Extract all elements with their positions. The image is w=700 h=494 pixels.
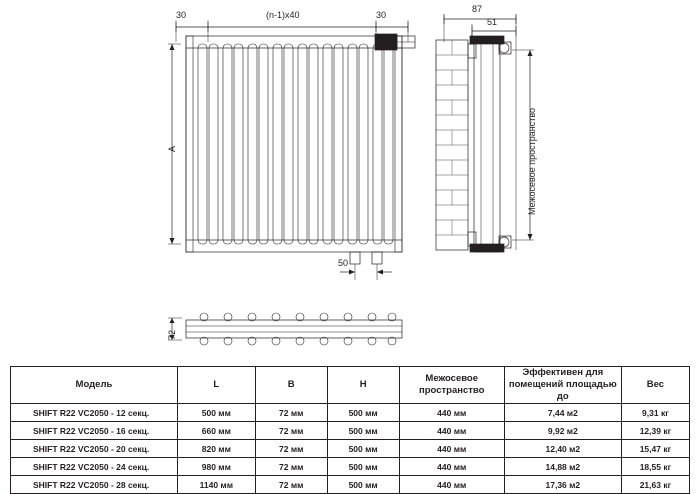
column-header-weight: Вес	[620, 366, 691, 404]
cell-area: 14,88 м2	[503, 457, 622, 476]
cell-weight: 15,47 кг	[620, 439, 691, 458]
table-body: SHIFT R22 VC2050 - 12 секц. 500 мм 72 мм…	[10, 403, 691, 494]
table-row: SHIFT R22 VC2050 - 24 секц. 980 мм 72 мм…	[10, 457, 691, 476]
dim-side-outer: 87	[472, 4, 483, 14]
cell-b: 72 мм	[254, 457, 328, 476]
cell-h: 500 мм	[326, 457, 400, 476]
cell-l: 500 мм	[176, 403, 256, 422]
cell-b: 72 мм	[254, 403, 328, 422]
cell-b: 72 мм	[254, 475, 328, 494]
cell-model: SHIFT R22 VC2050 - 20 секц.	[10, 439, 178, 458]
dim-front-bottom: 50	[338, 258, 349, 268]
cell-h: 500 мм	[326, 439, 400, 458]
cell-area: 12,40 м2	[503, 439, 622, 458]
cell-l: 980 мм	[176, 457, 256, 476]
cell-spacing: 440 мм	[398, 475, 505, 494]
cell-weight: 9,31 кг	[620, 403, 691, 422]
cell-l: 1140 мм	[176, 475, 256, 494]
dim-side-inner: 51	[487, 17, 498, 27]
cell-h: 500 мм	[326, 421, 400, 440]
column-header-model: Модель	[10, 366, 178, 404]
cell-weight: 21,63 кг	[620, 475, 691, 494]
cell-l: 820 мм	[176, 439, 256, 458]
column-header-effective-area: Эффективен для помещений площадью до	[503, 366, 622, 404]
dim-front-height-label: A	[167, 145, 177, 152]
cell-h: 500 мм	[326, 475, 400, 494]
column-header-l: L	[176, 366, 256, 404]
table-row: SHIFT R22 VC2050 - 28 секц. 1140 мм 72 м…	[10, 475, 691, 494]
dim-front-left: 30	[176, 10, 187, 20]
radiator-technical-drawing: 30 (n-1)x40 30 50 87 51 A Межосевое прос…	[167, 4, 537, 346]
cell-area: 9,92 м2	[503, 421, 622, 440]
cell-model: SHIFT R22 VC2050 - 24 секц.	[10, 457, 178, 476]
cell-spacing: 440 мм	[398, 421, 505, 440]
cell-spacing: 440 мм	[398, 439, 505, 458]
table-header: Модель L B H Межосевое пространство Эффе…	[10, 366, 691, 404]
table-row: SHIFT R22 VC2050 - 16 секц. 660 мм 72 мм…	[10, 421, 691, 440]
column-header-spacing: Межосевое пространство	[398, 366, 505, 404]
table-row: SHIFT R22 VC2050 - 20 секц. 820 мм 72 мм…	[10, 439, 691, 458]
column-header-b: B	[254, 366, 328, 404]
table-header-row: Модель L B H Межосевое пространство Эффе…	[10, 366, 691, 404]
specification-table: Модель L B H Межосевое пространство Эффе…	[10, 366, 691, 494]
cell-h: 500 мм	[326, 403, 400, 422]
dim-side-axis-spacing-label: Межосевое пространство	[527, 107, 537, 215]
cell-spacing: 440 мм	[398, 403, 505, 422]
cell-model: SHIFT R22 VC2050 - 12 секц.	[10, 403, 178, 422]
drawing-svg	[168, 14, 534, 346]
cell-b: 72 мм	[254, 421, 328, 440]
cell-model: SHIFT R22 VC2050 - 16 секц.	[10, 421, 178, 440]
cell-weight: 18,55 кг	[620, 457, 691, 476]
cell-b: 72 мм	[254, 439, 328, 458]
dim-front-right: 30	[376, 10, 387, 20]
column-header-h: H	[326, 366, 400, 404]
cell-spacing: 440 мм	[398, 457, 505, 476]
table-row: SHIFT R22 VC2050 - 12 секц. 500 мм 72 мм…	[10, 403, 691, 422]
dim-front-top-center: (n-1)x40	[266, 10, 300, 20]
cell-weight: 12,39 кг	[620, 421, 691, 440]
cell-area: 7,44 м2	[503, 403, 622, 422]
dim-plan-depth: 72	[167, 329, 177, 340]
cell-model: SHIFT R22 VC2050 - 28 секц.	[10, 475, 178, 494]
cell-area: 17,36 м2	[503, 475, 622, 494]
technical-datasheet: 30 (n-1)x40 30 50 87 51 A Межосевое прос…	[10, 4, 691, 494]
cell-l: 660 мм	[176, 421, 256, 440]
